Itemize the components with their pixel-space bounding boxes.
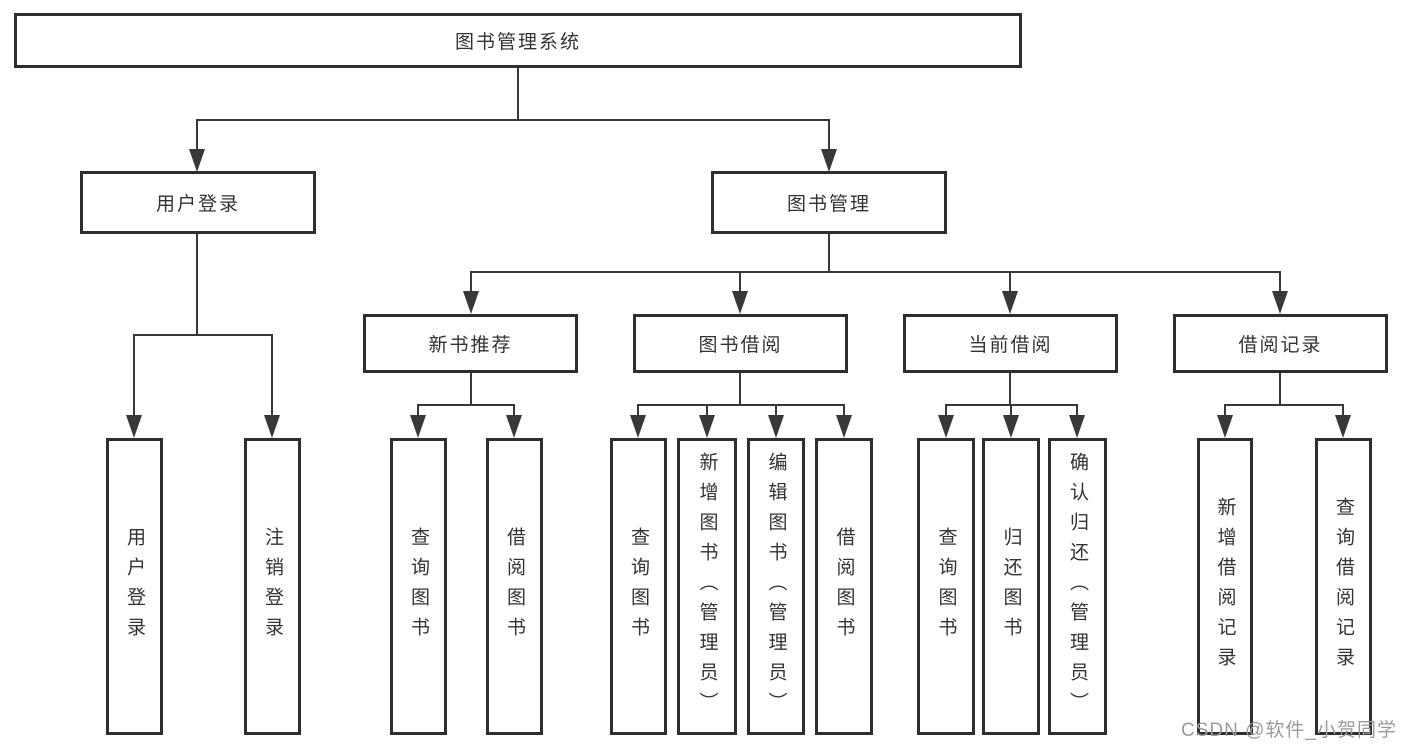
node-label: 新增借阅记录 (1214, 496, 1236, 677)
node-label: 用户登录 (155, 194, 240, 215)
node-label: 借阅图书 (833, 526, 855, 647)
node-label: 查询借阅记录 (1333, 496, 1354, 677)
node-book-management: 图书管理 (711, 171, 947, 234)
leaf-add-book-admin: 新增图书（管理员） (677, 438, 737, 735)
node-label: 当前借阅 (968, 335, 1053, 356)
node-label: 归还图书 (1000, 526, 1022, 647)
node-label: 查询图书 (408, 526, 429, 647)
node-label: 编辑图书（管理员） (765, 451, 787, 722)
leaf-borrow-books-borrow: 借阅图书 (815, 438, 873, 735)
leaf-return-book: 归还图书 (982, 438, 1040, 735)
node-label: 用户登录 (124, 526, 145, 647)
node-label: 借阅图书 (504, 526, 525, 647)
node-label: 确认归还（管理员） (1067, 451, 1088, 722)
node-label: 新增图书（管理员） (696, 451, 718, 722)
node-label: 注销登录 (262, 526, 283, 647)
node-book-borrow: 图书借阅 (633, 314, 848, 373)
node-label: 查询图书 (935, 526, 957, 647)
leaf-borrow-books-recommend: 借阅图书 (486, 438, 543, 735)
node-user-login: 用户登录 (80, 171, 316, 234)
node-label: 新书推荐 (428, 335, 513, 356)
node-current-borrow: 当前借阅 (903, 314, 1118, 373)
leaf-confirm-return-admin: 确认归还（管理员） (1048, 438, 1107, 735)
leaf-add-borrow-record: 新增借阅记录 (1197, 438, 1253, 735)
leaf-query-books-recommend: 查询图书 (390, 438, 447, 735)
leaf-user-login: 用户登录 (106, 438, 163, 735)
node-new-book-recommend: 新书推荐 (363, 314, 578, 373)
node-label: 借阅记录 (1238, 335, 1323, 356)
leaf-query-borrow-record: 查询借阅记录 (1315, 438, 1372, 735)
csdn-watermark: CSDN @软件_小贺同学 (1181, 720, 1397, 741)
leaf-logout-login: 注销登录 (244, 438, 301, 735)
node-borrow-records: 借阅记录 (1173, 314, 1388, 373)
leaf-query-books-borrow: 查询图书 (610, 438, 667, 735)
leaf-edit-book-admin: 编辑图书（管理员） (747, 438, 805, 735)
node-label: 图书管理 (786, 194, 871, 215)
node-label: 图书借阅 (698, 335, 783, 356)
leaf-query-books-current: 查询图书 (917, 438, 975, 735)
node-root-system: 图书管理系统 (14, 13, 1022, 68)
node-label: 图书管理系统 (454, 32, 581, 53)
node-label: 查询图书 (628, 526, 649, 647)
